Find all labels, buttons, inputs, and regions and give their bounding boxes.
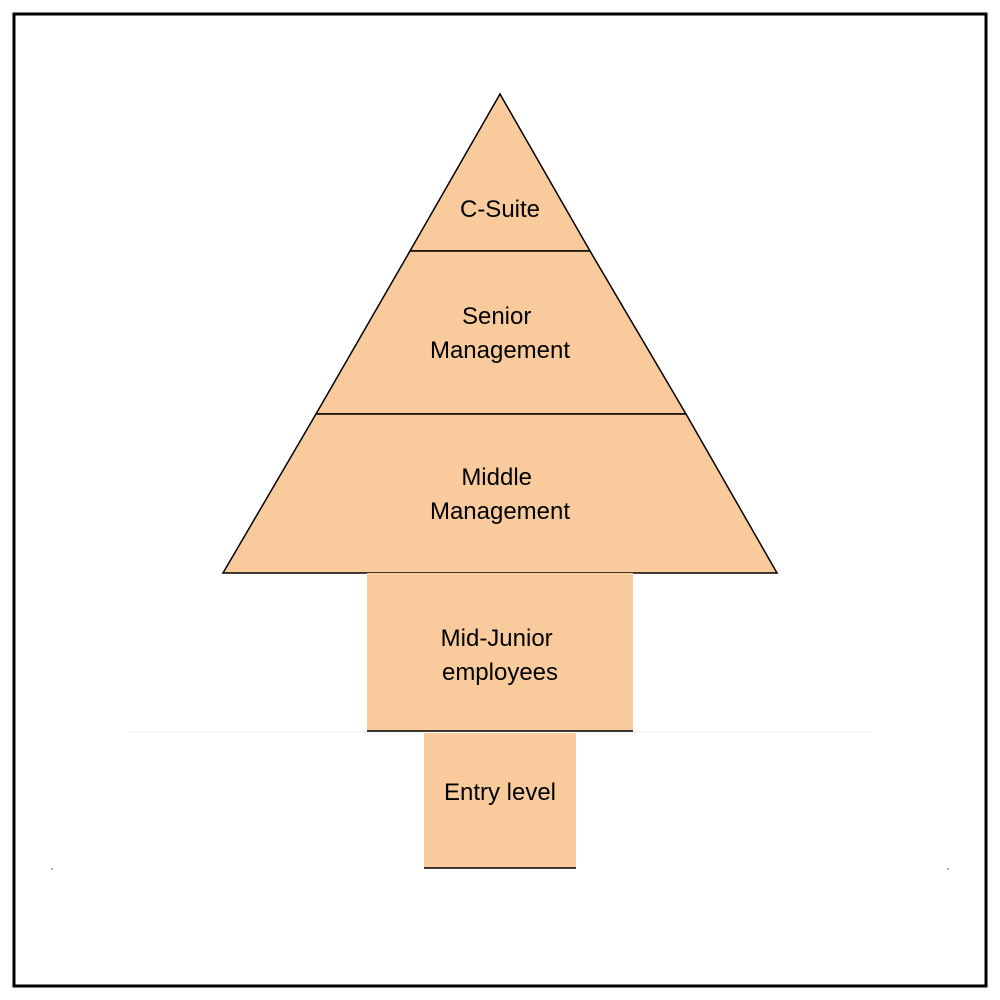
tier-middle-management-label: Middle Management (430, 464, 570, 525)
tier-entry-level-shape (424, 733, 576, 868)
tier-senior-management-label: Senior Management (430, 303, 570, 364)
tier-mid-junior-employees-shape (367, 573, 633, 731)
tier-mid-junior-employees-label: Mid-Junior employees (441, 625, 560, 686)
tier-middle-management: Middle Management (221, 413, 779, 574)
tier-middle-management-shape (221, 413, 779, 574)
tier-c-suite-label: C-Suite (460, 196, 540, 223)
tier-senior-management: Senior Management (314, 250, 688, 415)
tier-mid-junior-employees: Mid-Junior employees (367, 573, 633, 732)
tier-entry-level-label: Entry level (444, 779, 556, 806)
tier-entry-level: Entry level (424, 733, 576, 869)
